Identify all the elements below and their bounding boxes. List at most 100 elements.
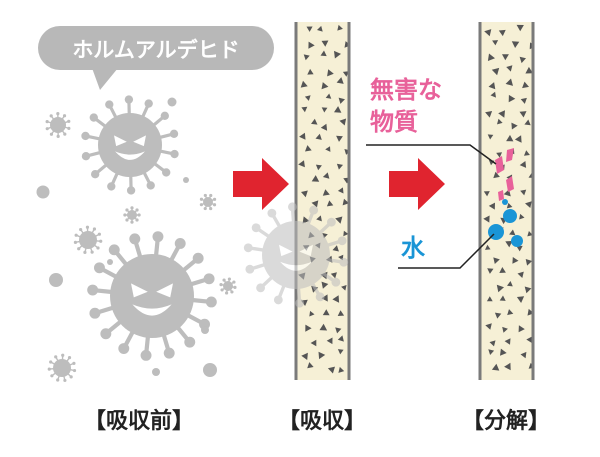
virus-icon [73,225,103,255]
filter-particle [299,132,306,140]
filter-particle [321,40,329,47]
filter-particle [338,366,345,373]
filter-particle [316,215,322,222]
virus-icon [243,202,349,308]
filter-particle [487,268,494,274]
filter-particle [309,310,315,317]
filter-particle [326,200,334,207]
filter-particle [336,77,344,84]
filter-particle [305,145,312,152]
harmless-label-line1: 無害な [370,76,442,104]
filter-particle [502,54,509,61]
filter-particle [325,93,332,99]
filter-particle [498,29,506,37]
filter-particle [491,363,500,371]
filter-particle [516,24,524,32]
filter-particle [332,295,340,303]
filter-particle [525,66,533,74]
filter-particle [302,216,310,224]
filter-particle [508,94,516,103]
filter-particle [336,163,343,170]
filter-particle [305,324,312,332]
filter-particle [321,294,328,302]
filter-particle [524,119,531,126]
filter-particle [300,80,308,88]
filter-particle [491,67,500,76]
filter-particle [519,56,526,64]
filter-particle [485,111,493,118]
filter-particle [320,123,328,131]
water-label: 水 [398,233,495,269]
filter-particle [334,50,341,59]
filter-particle [337,335,344,342]
virus-icon [199,193,217,211]
particle-dot [183,177,189,183]
filter-particle [336,135,343,142]
filter-particle [303,54,310,61]
speech-bubble-tail [92,68,118,90]
filter-particle [343,230,349,237]
filter-particle [322,189,330,196]
filter-particle [490,91,496,98]
filter-particle [520,97,527,104]
filter-particle [520,189,527,196]
filter-particle [326,337,333,345]
caption-before: 【吸収前】 [84,408,194,434]
filter-particle [342,71,349,77]
filter-particle [334,106,342,113]
filter-particle [301,190,308,198]
filter-particle [337,187,344,194]
filter-particle [489,340,496,347]
filter-particle [319,323,328,331]
filter-particle [509,229,516,236]
particle-dot [49,273,63,287]
filter-particle [488,202,495,210]
filter-particle [504,362,511,371]
particle-dot [36,185,50,199]
filter-particle [332,245,339,252]
filter-particle [483,215,490,223]
filter-particle [307,362,314,369]
filter-particle [524,286,532,294]
filter-particle [500,348,507,356]
filter-particle [488,82,496,90]
virus-icon [47,353,77,383]
filter-particle [519,111,527,118]
filter-particle [311,118,318,125]
harmless-leader-line [366,144,497,165]
filter-particle [310,339,317,347]
caption-decompose: 【分解】 [462,408,550,434]
right-arrow-icon [389,158,445,210]
speech-bubble-text: ホルムアルデヒド [72,38,239,62]
filter-particle [507,309,514,316]
filter-particle [525,201,532,208]
virus-icon [123,206,141,224]
filter-particle [514,135,522,143]
filter-particle [335,216,343,224]
harmless-substance-label: 無害な 物質 [366,76,497,165]
filter-particle [338,97,345,104]
filter-particle [317,25,323,32]
filter-particle [327,366,335,374]
filter-particle [322,172,330,179]
filter-particle [484,29,492,37]
harmless-label-line2: 物質 [370,108,418,136]
particle-dot [167,97,177,107]
particle-dot [107,259,113,265]
filter-particle [315,164,322,171]
filter-particle [506,134,514,142]
filter-particle [318,351,326,360]
filter-particle [526,336,533,344]
filter-particle [486,296,493,302]
filter-particle [496,152,502,158]
filter-particle [322,309,330,316]
virus-icon [81,95,179,195]
filter-particle [321,107,328,113]
filter-decompose [478,22,535,380]
filter-particle [498,110,505,118]
filter-particle [517,271,524,278]
filter-particle [519,161,527,168]
virus-icon [87,231,217,361]
filter-particle [493,171,500,179]
filter-particle [485,244,491,250]
